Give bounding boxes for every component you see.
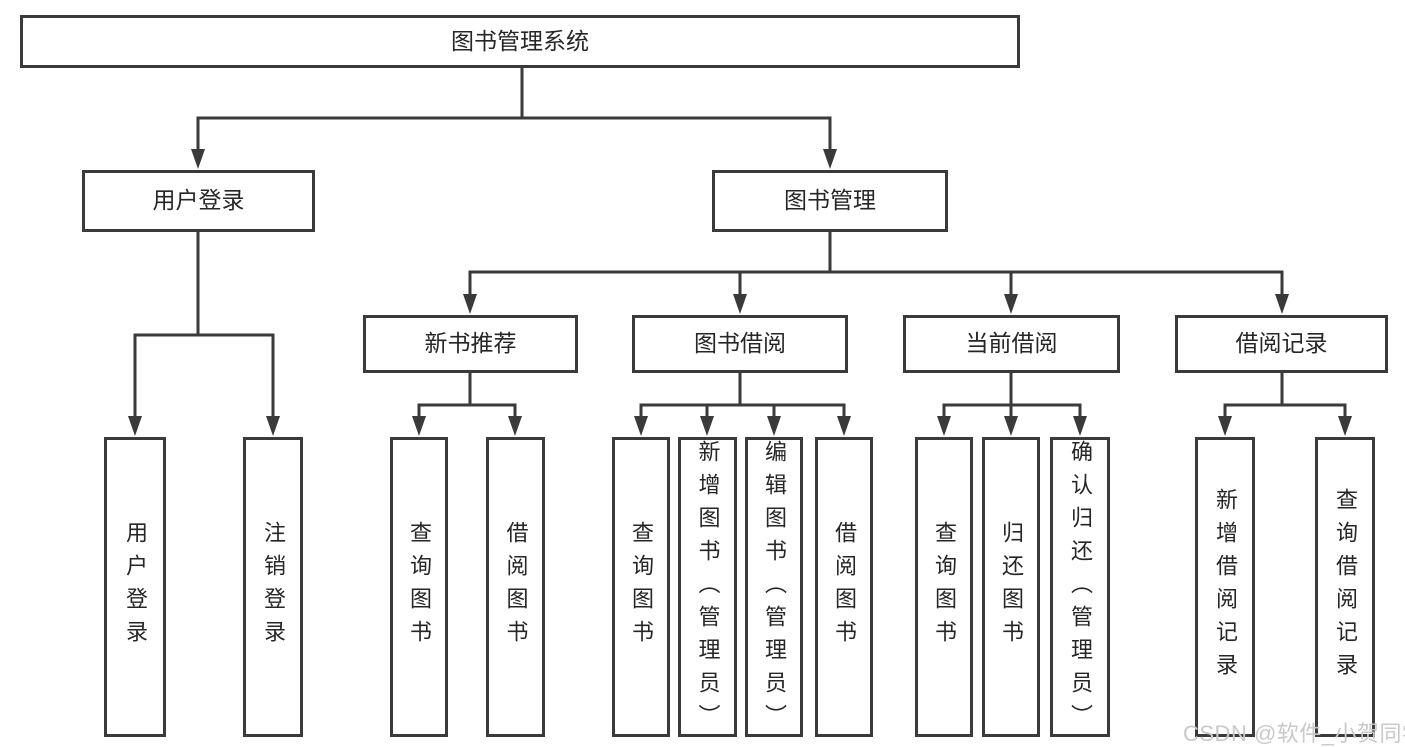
- leaf-borrow-borrow-books: 借阅图书: [815, 437, 873, 737]
- node-book-borrow: 图书借阅: [632, 315, 848, 373]
- leaf-current-query-books: 查询图书: [915, 437, 973, 737]
- leaf-records-query-record: 查询借阅记录: [1315, 437, 1375, 737]
- leaf-current-confirm-return-admin: 确认归还（管理员）: [1050, 437, 1110, 737]
- node-current-borrow: 当前借阅: [903, 315, 1120, 373]
- leaf-logout: 注销登录: [243, 437, 303, 737]
- csdn-watermark: CSDN @软件_小贺同学: [1183, 721, 1405, 746]
- leaf-recommend-query-books: 查询图书: [390, 437, 448, 737]
- node-user-login: 用户登录: [82, 170, 315, 232]
- leaf-records-add-record: 新增借阅记录: [1195, 437, 1255, 737]
- leaf-user-login: 用户登录: [104, 437, 166, 737]
- leaf-current-return-books: 归还图书: [982, 437, 1040, 737]
- node-borrow-records: 借阅记录: [1175, 315, 1388, 373]
- leaf-borrow-query-books: 查询图书: [612, 437, 670, 737]
- leaf-borrow-add-books-admin: 新增图书（管理员）: [678, 437, 737, 737]
- leaf-borrow-edit-books-admin: 编辑图书（管理员）: [745, 437, 803, 737]
- node-book-management: 图书管理: [712, 170, 948, 232]
- node-root-system: 图书管理系统: [20, 15, 1020, 68]
- node-new-book-recommend: 新书推荐: [363, 315, 578, 373]
- leaf-recommend-borrow-books: 借阅图书: [486, 437, 545, 737]
